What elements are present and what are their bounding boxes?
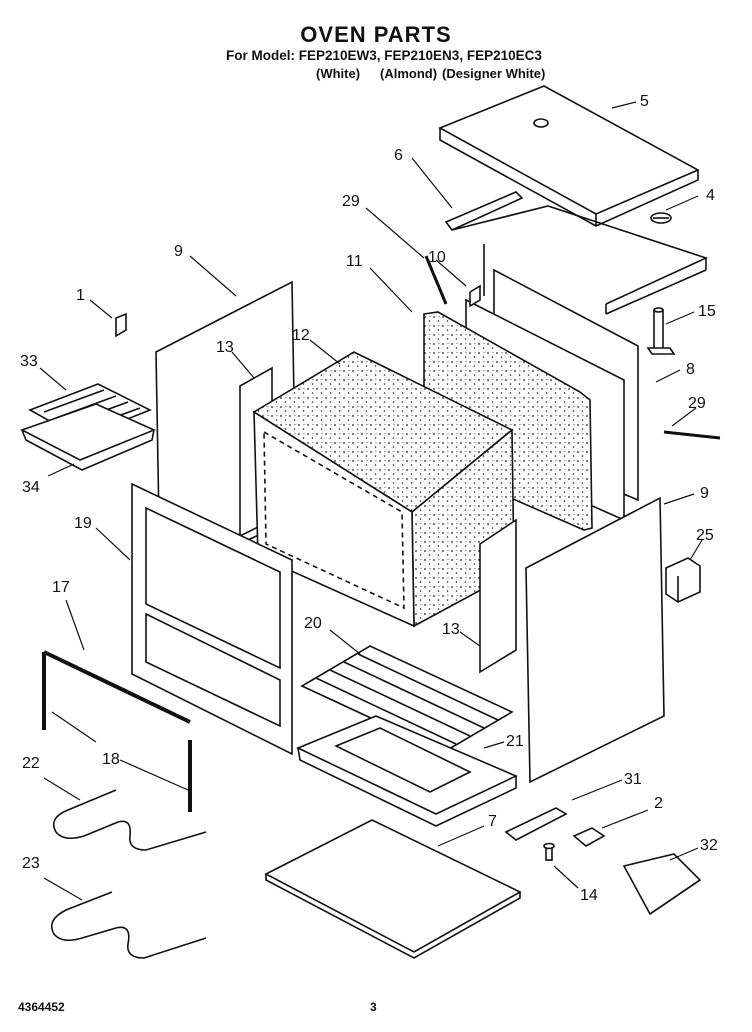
- clip-2: [572, 827, 606, 847]
- cabinet-frame: [451, 205, 709, 315]
- model-line: For Model: FEP210EW3, FEP210EN3, FEP210E…: [226, 48, 542, 63]
- callout-1: 1: [76, 287, 85, 304]
- top-panel: [438, 85, 700, 227]
- callout-numbers: 5 6 4 29 10 11 9 1 15 12 13 33 8 29 34 9…: [20, 93, 718, 904]
- front-frame: [131, 482, 293, 756]
- callout-23: 23: [22, 855, 40, 872]
- bottom-panel: [264, 819, 522, 959]
- callout-6: 6: [394, 147, 403, 164]
- callout-10: 10: [428, 249, 446, 266]
- callout-20: 20: [304, 615, 322, 632]
- callout-9b: 9: [700, 485, 709, 502]
- callout-34: 34: [22, 479, 40, 496]
- callout-14: 14: [580, 887, 598, 904]
- clip-1: [115, 312, 127, 338]
- broil-element: [50, 891, 207, 959]
- callout-13b: 13: [442, 621, 460, 638]
- callout-18: 18: [102, 751, 120, 768]
- callout-29a: 29: [342, 193, 360, 210]
- callout-25: 25: [696, 527, 714, 544]
- callout-12: 12: [292, 327, 310, 344]
- callout-31: 31: [624, 771, 642, 788]
- variant-white: (White): [316, 66, 361, 81]
- callout-7: 7: [488, 813, 497, 830]
- callout-11: 11: [346, 253, 363, 270]
- oven-rack: [300, 645, 514, 753]
- page-title: OVEN PARTS: [300, 22, 452, 47]
- trim-strip: [444, 191, 524, 231]
- doc-number: 4364452: [18, 1000, 65, 1014]
- variant-designer-white: (Designer White): [442, 66, 546, 81]
- broiler-pan: [19, 403, 157, 471]
- callout-5: 5: [640, 93, 649, 110]
- page-number: 3: [370, 1000, 377, 1014]
- callout-22: 22: [22, 755, 40, 772]
- callout-9a: 9: [174, 243, 183, 260]
- callout-13a: 13: [216, 339, 234, 356]
- spacer-right: [479, 518, 517, 674]
- door-gasket: [42, 650, 192, 812]
- side-panel-right: [525, 496, 665, 784]
- leader-lines: [39, 101, 703, 901]
- callout-2: 2: [654, 795, 663, 812]
- rod-upper: [424, 255, 448, 305]
- bracket-10: [469, 284, 481, 308]
- bracket-31: [504, 807, 568, 841]
- block-25: [665, 557, 701, 603]
- callout-4: 4: [706, 187, 715, 204]
- variant-almond: (Almond): [380, 66, 438, 81]
- callout-15: 15: [698, 303, 716, 320]
- bracket-32: [622, 853, 702, 916]
- oven-bottom: [296, 715, 518, 827]
- callout-29b: 29: [688, 395, 706, 412]
- callout-32: 32: [700, 837, 718, 854]
- post-part: [646, 307, 676, 355]
- clip-part: [650, 212, 672, 224]
- callout-19: 19: [74, 515, 92, 532]
- screw-14: [543, 842, 555, 861]
- bake-element: [52, 789, 207, 851]
- callout-33: 33: [20, 353, 38, 370]
- callout-8: 8: [686, 361, 695, 378]
- callout-17: 17: [52, 579, 70, 596]
- rod-right: [663, 430, 721, 440]
- callout-21: 21: [506, 733, 524, 750]
